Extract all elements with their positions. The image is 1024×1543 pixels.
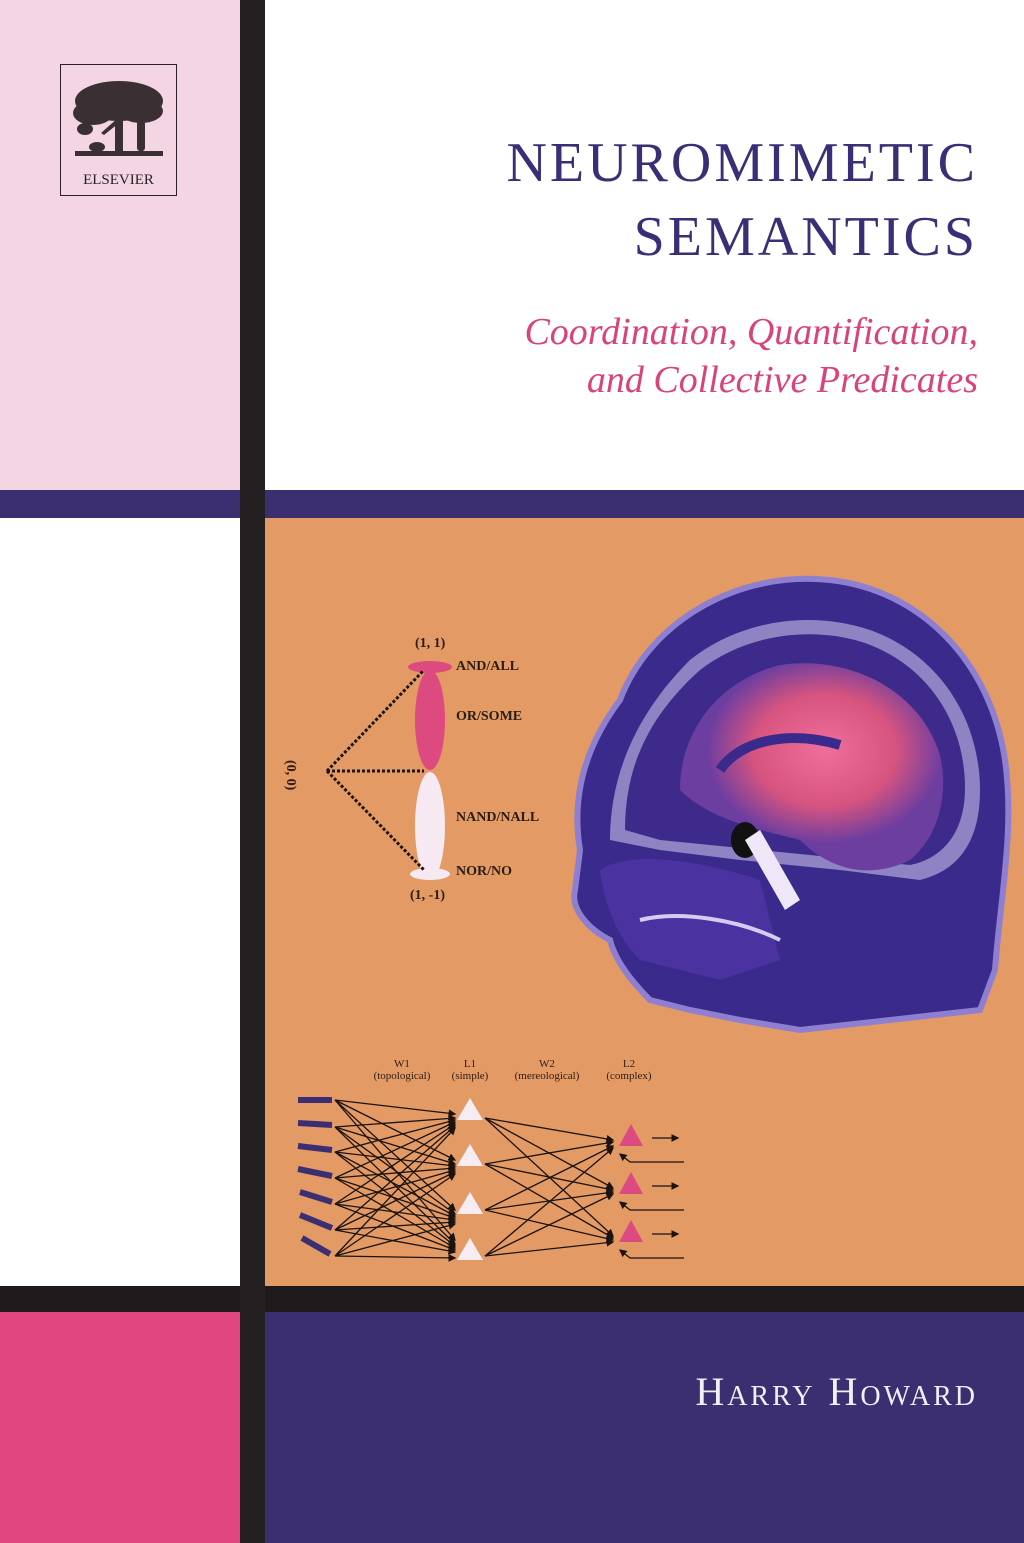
elsevier-tree-icon: [73, 81, 163, 156]
operator-nand-nall: NAND/NALL: [456, 810, 540, 825]
panel-title-area: [265, 0, 1024, 490]
point-label-top: (1, 1): [415, 636, 446, 651]
logic-diagram: [325, 661, 452, 880]
operator-nor-no: NOR/NO: [456, 864, 512, 879]
title-line-2: SEMANTICS: [633, 206, 978, 268]
publisher-name: ELSEVIER: [83, 172, 154, 188]
book-title: NEUROMIMETIC SEMANTICS: [506, 126, 978, 274]
subtitle-line-2: and Collective Predicates: [586, 359, 978, 401]
panel-author-area: [265, 1312, 1024, 1543]
point-label-bottom: (1, -1): [410, 888, 445, 903]
black-vertical-bar: [240, 0, 265, 1543]
neural-network-diagram: [297, 1097, 684, 1262]
book-subtitle: Coordination, Quantification, and Collec…: [524, 308, 978, 404]
author-name: Harry Howard: [695, 1369, 978, 1414]
layer-l2: L2 (complex): [606, 1058, 652, 1082]
black-divider-bar: [0, 1286, 1024, 1312]
point-label-origin: (0, 0): [283, 760, 298, 791]
layer-w2: W2 (mereological): [514, 1058, 580, 1082]
subtitle-line-1: Coordination, Quantification,: [524, 311, 978, 353]
layer-w1: W1 (topological): [373, 1058, 431, 1082]
layer-l1: L1 (simple): [451, 1058, 489, 1082]
mri-head-icon: [571, 575, 1012, 1034]
panel-pink-bottom-left: [0, 1312, 240, 1543]
operator-or-some: OR/SOME: [456, 709, 523, 724]
navy-divider-bar: [0, 490, 1024, 518]
title-line-1: NEUROMIMETIC: [506, 132, 978, 194]
panel-white-left: [0, 518, 240, 1286]
operator-and-all: AND/ALL: [456, 659, 520, 674]
publisher-logo: ELSEVIER: [60, 64, 177, 196]
